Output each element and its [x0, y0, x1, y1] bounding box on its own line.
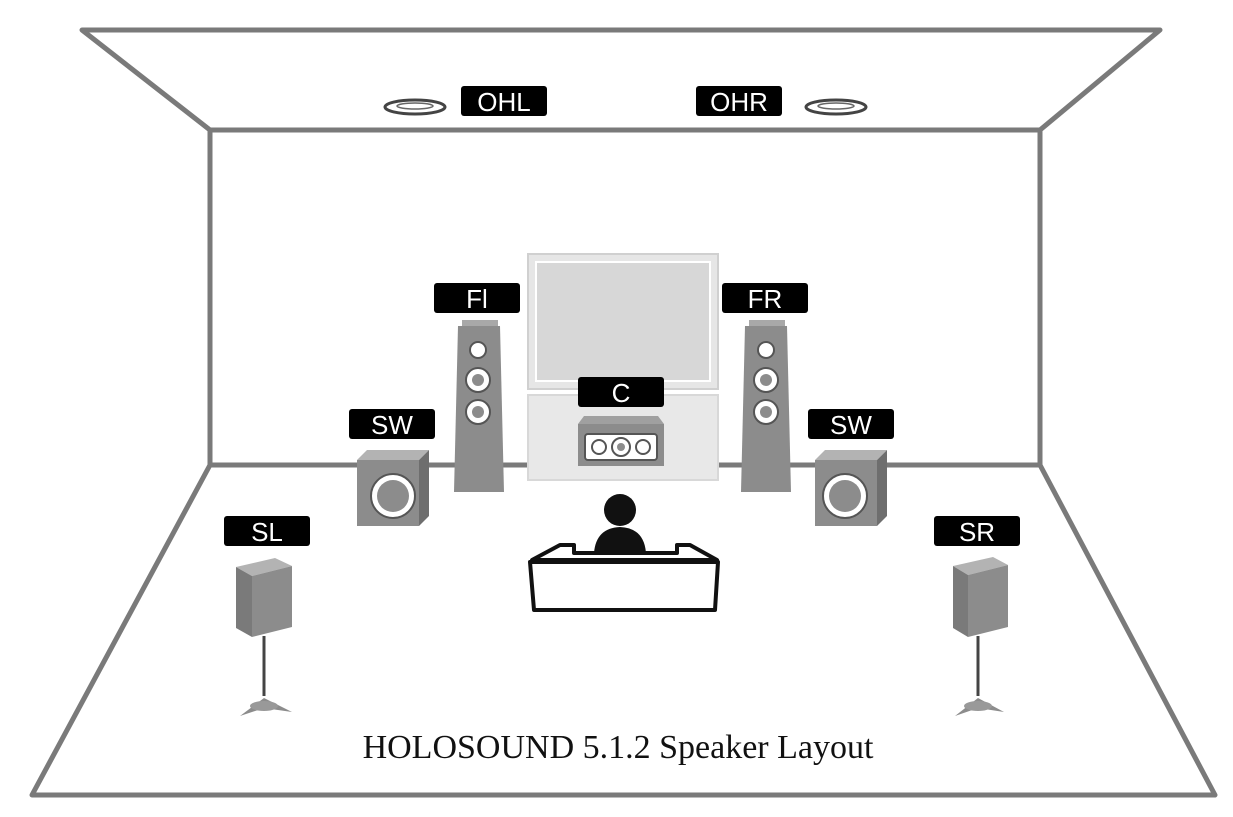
label-ohl: OHL [461, 86, 547, 117]
label-ohr: OHR [696, 86, 782, 117]
listener [594, 494, 646, 553]
sub-side [419, 450, 429, 526]
tv-screen [527, 253, 719, 390]
label-c-text: C [612, 378, 631, 408]
room-outer-frame [29, 27, 1218, 798]
label-sw-left-bg [349, 409, 435, 439]
label-c-bg [578, 377, 664, 407]
sub-side [877, 450, 887, 526]
label-sw-right-bg [808, 409, 894, 439]
label-sl-text: SL [251, 517, 283, 547]
surround-front [236, 567, 252, 637]
sofa-back [530, 543, 719, 562]
ceiling-speaker-icon [804, 98, 868, 116]
label-sr-bg [934, 516, 1020, 546]
stand-foot [964, 701, 992, 711]
woofer-cone [760, 406, 772, 418]
surround-top [953, 557, 1008, 575]
speaker-sw-right [815, 450, 887, 526]
label-sw-right: SW [808, 409, 894, 440]
label-sw-left: SW [349, 409, 435, 440]
subwoofer-cone [829, 480, 861, 512]
speaker-sw-left [357, 450, 429, 526]
driver-icon [591, 439, 607, 455]
label-fl-text: Fl [466, 284, 488, 314]
label-sr: SR [934, 516, 1020, 547]
speaker-ohr [804, 98, 868, 116]
tweeter-icon [757, 341, 775, 359]
label-ohl-text: OHL [477, 87, 530, 117]
label-fr: FR [722, 283, 808, 314]
sofa [528, 543, 720, 612]
label-sr-text: SR [959, 517, 995, 547]
subwoofer-cone [377, 480, 409, 512]
speaker-sl-surround [236, 558, 292, 716]
speaker-c-center [578, 416, 664, 466]
label-ohr-text: OHR [710, 87, 768, 117]
sub-top [815, 450, 887, 460]
tower-top [749, 320, 785, 326]
label-sl-bg [224, 516, 310, 546]
label-fl-bg [434, 283, 520, 313]
surround-side [252, 566, 292, 637]
speaker-ohl [383, 98, 447, 116]
label-fr-text: FR [748, 284, 783, 314]
ceiling-speaker-cone [396, 102, 434, 110]
driver-center-dot [617, 443, 625, 451]
surround-top [236, 558, 292, 576]
tweeter-icon [469, 341, 487, 359]
label-sl: SL [224, 516, 310, 547]
speaker-fr-tower [741, 320, 791, 492]
ceiling-speaker-icon [383, 98, 447, 116]
woofer-cone [472, 374, 484, 386]
label-fr-bg [722, 283, 808, 313]
label-ohr-bg [696, 86, 782, 116]
ceiling-speaker-cone [817, 102, 855, 110]
surround-front [953, 566, 968, 637]
surround-side [968, 565, 1008, 637]
speaker-sr-surround [953, 557, 1008, 716]
label-sw-right-text: SW [830, 410, 872, 440]
center-cabinet-top [578, 416, 664, 424]
label-fl: Fl [434, 283, 520, 314]
woofer-cone [472, 406, 484, 418]
tv-screen-inner [535, 261, 711, 382]
person-head-icon [604, 494, 636, 526]
stand-foot [250, 701, 278, 711]
label-sw-left-text: SW [371, 410, 413, 440]
woofer-cone [760, 374, 772, 386]
driver-icon [635, 439, 651, 455]
label-c: C [578, 377, 664, 408]
sofa-body [528, 560, 720, 612]
diagram-caption: HOLOSOUND 5.1.2 Speaker Layout [363, 729, 874, 766]
person-body-icon [594, 527, 646, 553]
speaker-fl-tower [454, 320, 504, 492]
tower-top [462, 320, 498, 326]
sub-top [357, 450, 429, 460]
label-ohl-bg [461, 86, 547, 116]
